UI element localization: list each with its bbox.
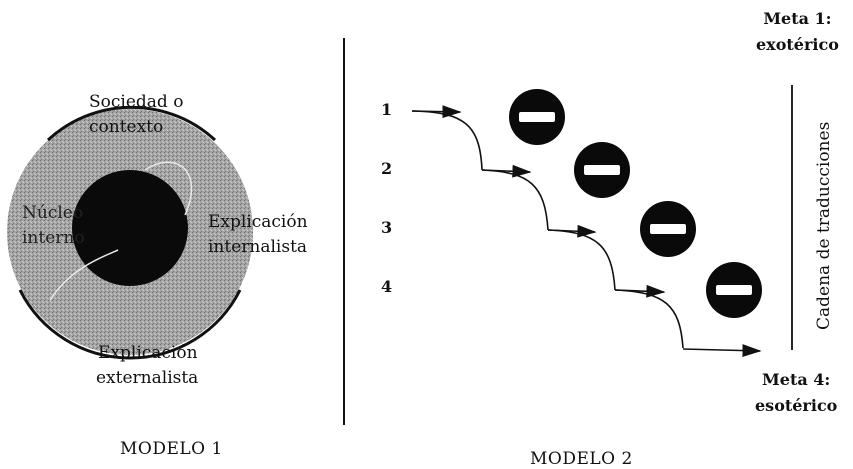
externalist-label-line1: Explicación [98,343,198,363]
step-number-1: 1 [381,100,393,119]
outer-circle-edge-bottom [18,289,242,360]
step-number-2: 2 [381,159,393,178]
step-curve-2 [481,169,549,231]
step-curve-3 [547,229,616,291]
translation-steps [411,105,762,357]
step-number-3: 3 [381,218,393,237]
model1-title: MODELO 1 [120,439,223,459]
core-label-line1: Núcleo [22,203,84,223]
step-number-4: 4 [381,277,393,296]
no-entry-sign-4 [706,262,762,318]
final-arrow [682,344,762,357]
meta-bottom-line2: esotérico [755,396,838,415]
meta-bottom-line1: Meta 4: [762,370,831,389]
internalist-label-line2: internalista [208,237,308,257]
model2-title: MODELO 2 [530,449,633,469]
context-label-line2: contexto [89,117,164,137]
core-label: Núcleo interno [22,201,85,251]
meta-top-line1: Meta 1: [763,9,832,28]
internalist-label: Explicación internalista [208,210,308,260]
step-curve-4 [614,289,684,349]
no-entry-sign-3 [640,201,696,257]
core-label-line2: interno [22,228,85,248]
no-entry-sign-2 [574,142,630,198]
externalist-label: Explicación externalista [96,341,199,391]
externalist-label-line2: externalista [96,368,199,388]
context-label-line1: Sociedad o [89,92,184,112]
internalist-label-line1: Explicación [208,212,308,232]
inner-core-circle [72,170,188,286]
translation-chain-label: Cadena de traducciones [814,121,834,330]
outer-circle-edge [46,105,217,142]
no-entry-sign-1 [509,89,565,145]
meta-top: Meta 1: exotérico [756,6,839,58]
curved-hand-line [144,161,193,216]
curved-hand-line-2 [49,249,119,301]
meta-top-line2: exotérico [756,35,839,54]
meta-bottom: Meta 4: esotérico [755,367,837,419]
context-label: Sociedad o contexto [89,90,183,140]
step-curve-1 [411,110,483,171]
